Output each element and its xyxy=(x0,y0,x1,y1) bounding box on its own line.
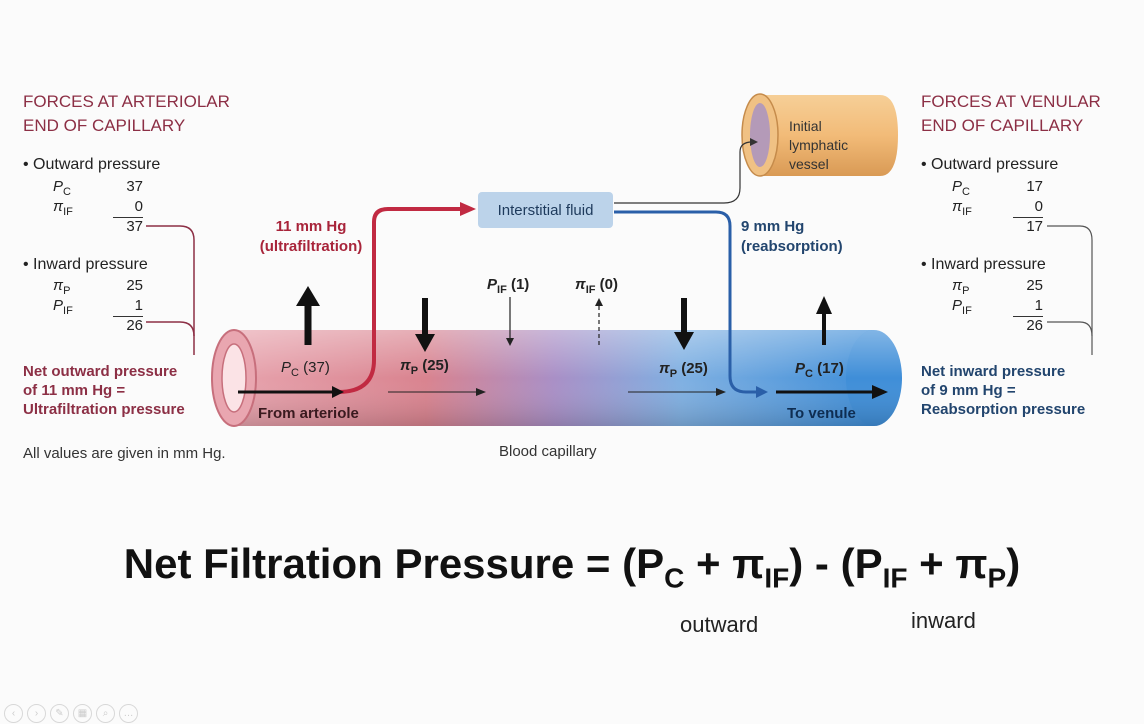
right-outward-pc-value: 17 xyxy=(1026,178,1043,195)
lymphatic-vessel-label: Initial lymphatic vessel xyxy=(789,117,848,174)
right-inward-bracket xyxy=(1047,321,1093,337)
venular-header: FORCES AT VENULAR END OF CAPILLARY xyxy=(921,90,1141,138)
left-net-line1: Net outward pressure xyxy=(23,363,178,380)
venular-header-line1: FORCES AT VENULAR xyxy=(921,92,1101,111)
venular-header-line2: END OF CAPILLARY xyxy=(921,116,1084,135)
right-net-line2: of 9 mm Hg = xyxy=(921,382,1016,399)
arteriolar-header-line2: END OF CAPILLARY xyxy=(23,116,186,135)
right-inward-pip-value: 25 xyxy=(1026,277,1043,294)
ultrafiltration-line1: 11 mm Hg xyxy=(275,218,347,235)
lymph-line2: lymphatic xyxy=(789,137,849,153)
units-note: All values are given in mm Hg. xyxy=(23,445,226,462)
right-net-line3: Reabsorption pressure xyxy=(921,401,1086,418)
left-inward-pif-value: 1 xyxy=(134,297,143,314)
right-net-line1: Net inward pressure xyxy=(921,363,1066,380)
reabsorption-path xyxy=(614,210,758,394)
left-net-line3: Ultrafiltration pressure xyxy=(23,401,185,418)
slides-icon[interactable]: ▦ xyxy=(73,704,92,723)
lymph-line3: vessel xyxy=(789,156,829,172)
interstitial-fluid-box: Interstitial fluid xyxy=(478,192,613,228)
net-filtration-equation: Net Filtration Pressure = (PC + πIF) - (… xyxy=(123,540,1021,594)
pif-label: PIF (1) xyxy=(487,276,530,296)
from-arteriole-label: From arteriole xyxy=(258,405,359,422)
more-icon[interactable]: … xyxy=(119,704,138,723)
to-lymph-path xyxy=(614,141,753,204)
reabsorption-line2: (reabsorption) xyxy=(741,238,843,255)
reabsorption-label: 9 mm Hg (reabsorption) xyxy=(741,217,843,257)
left-inward-total: 26 xyxy=(113,316,143,334)
arteriolar-header: FORCES AT ARTERIOLAR END OF CAPILLARY xyxy=(23,90,283,138)
left-net-pressure: Net outward pressure of 11 mm Hg = Ultra… xyxy=(23,362,185,419)
right-inward-total: 26 xyxy=(1013,316,1043,334)
to-venule-label: To venule xyxy=(787,405,856,422)
pip-right-label: πP (25) xyxy=(659,360,708,380)
left-inward-bracket xyxy=(146,321,195,337)
right-outward-piif-value: 0 xyxy=(1034,198,1043,215)
left-net-line2: of 11 mm Hg = xyxy=(23,382,126,399)
right-outward-title: • Outward pressure xyxy=(921,156,1059,173)
right-outward-piif-symbol: πIF xyxy=(952,198,972,218)
left-outward-pc-value: 37 xyxy=(126,178,143,195)
reabsorption-arrowhead xyxy=(756,386,768,398)
pip-left-label: πP (25) xyxy=(400,357,449,377)
lymphatic-vessel-graphic xyxy=(741,93,898,177)
right-outward-bracket xyxy=(1047,225,1093,355)
right-inward-pif-symbol: PIF xyxy=(952,297,972,317)
left-outward-total: 37 xyxy=(113,217,143,235)
arteriolar-header-line1: FORCES AT ARTERIOLAR xyxy=(23,92,230,111)
piif-label: πIF (0) xyxy=(575,276,618,296)
right-inward-pip-symbol: πP xyxy=(952,277,970,297)
right-outward-pc-symbol: PC xyxy=(952,178,970,198)
inward-caption: inward xyxy=(911,608,976,633)
left-inward-pif-symbol: PIF xyxy=(53,297,73,317)
left-inward-pip-value: 25 xyxy=(126,277,143,294)
blood-capillary-label: Blood capillary xyxy=(499,443,597,460)
left-inward-pip-symbol: πP xyxy=(53,277,71,297)
pen-icon[interactable]: ✎ xyxy=(50,704,69,723)
ultrafiltration-label: 11 mm Hg (ultrafiltration) xyxy=(246,217,376,257)
ultrafiltration-arrowhead xyxy=(460,202,476,216)
lymph-line1: Initial xyxy=(789,118,822,134)
left-outward-pc-symbol: PC xyxy=(53,178,71,198)
right-inward-pif-value: 1 xyxy=(1034,297,1043,314)
blood-capillary xyxy=(211,329,902,427)
right-outward-total: 17 xyxy=(1013,217,1043,235)
pc-right-label: PC (17) xyxy=(795,360,844,380)
right-net-pressure: Net inward pressure of 9 mm Hg = Reabsor… xyxy=(921,362,1085,419)
right-inward-title: • Inward pressure xyxy=(921,256,1046,273)
zoom-icon[interactable]: ⌕ xyxy=(96,704,115,723)
left-outward-piif-symbol: πIF xyxy=(53,198,73,218)
ultrafiltration-path xyxy=(337,207,462,394)
prev-slide-icon[interactable]: ‹ xyxy=(4,704,23,723)
ultrafiltration-line2: (ultrafiltration) xyxy=(259,238,363,255)
left-outward-piif-value: 0 xyxy=(134,198,143,215)
slide-toolbar: ‹ › ✎ ▦ ⌕ … xyxy=(4,704,138,723)
left-outward-bracket xyxy=(146,225,195,355)
next-slide-icon[interactable]: › xyxy=(27,704,46,723)
outward-caption: outward xyxy=(680,612,759,637)
left-outward-title: • Outward pressure xyxy=(23,156,161,173)
pc-left-label: PC (37) xyxy=(281,359,330,379)
left-inward-title: • Inward pressure xyxy=(23,256,148,273)
reabsorption-line1: 9 mm Hg xyxy=(741,218,805,235)
